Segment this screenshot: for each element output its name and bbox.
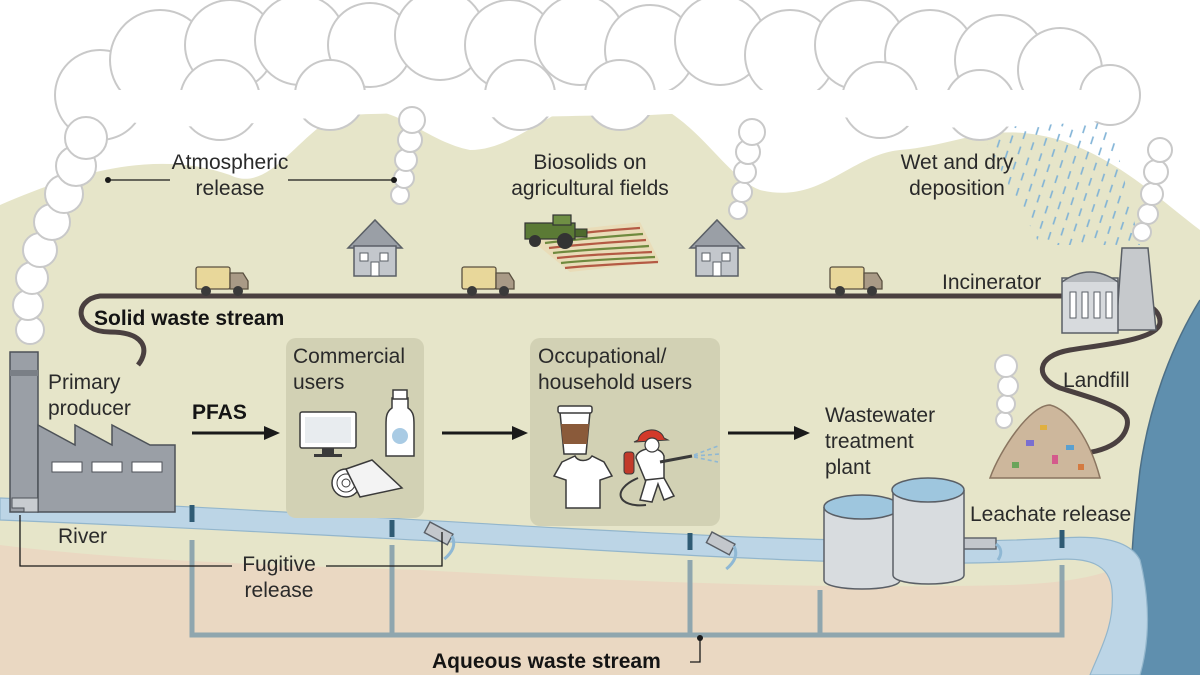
incinerator-icon: [1061, 247, 1157, 334]
leader-lines: [19, 179, 701, 663]
house-icon: [346, 218, 404, 277]
occupational-household-users-label: Occupational/ household users: [538, 345, 693, 394]
tshirt-icon: [552, 455, 614, 509]
drain-pipe-icon: [423, 521, 456, 561]
truck-icon: [195, 266, 249, 296]
pfas-label: PFAS: [192, 401, 247, 424]
occupational-to-wastewater-arrowhead: [794, 426, 810, 440]
commercial-to-occupational-arrowhead: [512, 426, 528, 440]
truck-icon: [829, 266, 883, 296]
house-smoke-plume-2: [728, 118, 766, 220]
incinerator-smoke-plume: [1132, 137, 1173, 242]
fugitive-release-label: Fugitive release: [242, 553, 316, 602]
house-smoke-plume-1: [390, 106, 426, 205]
leader-dots: [105, 177, 703, 641]
leachate-release-label: Leachate release: [970, 503, 1132, 526]
landfill-icon: [988, 404, 1101, 479]
firefighter-icon: [619, 429, 721, 507]
tractor-icon: [524, 214, 588, 249]
aqueous-waste-stream-label: Aqueous waste stream: [432, 650, 661, 673]
wastewater-tank-icon: [823, 477, 965, 590]
atmospheric-release-label: Atmospheric release: [171, 151, 289, 200]
ground-soil: [0, 540, 1200, 675]
cloud-band-fill: [70, 90, 1120, 128]
aqueous-waste-pipes: [189, 540, 1065, 638]
wet-dry-deposition-label: Wet and dry deposition: [900, 151, 1014, 200]
factory-icon: [9, 351, 176, 513]
pipe-inlets: [189, 505, 1065, 550]
pfas-flow-arrowhead: [264, 426, 280, 440]
detergent-bottle-icon: [385, 389, 415, 457]
sea: [1131, 300, 1200, 675]
commercial-users-label: Commercial users: [293, 345, 406, 394]
incinerator-label: Incinerator: [942, 271, 1042, 294]
carpet-roll-icon: [331, 459, 404, 498]
solid-waste-stream-label: Solid waste stream: [94, 307, 285, 330]
deposition-rain: [975, 120, 1140, 245]
landfill-smoke-plume: [994, 354, 1019, 429]
computer-icon: [299, 411, 357, 457]
house-icon: [688, 218, 746, 277]
drain-pipe-icon: [705, 531, 738, 571]
truck-icon: [461, 266, 515, 296]
solid-waste-stream-road: [78, 293, 1163, 458]
factory-smoke-plume: [12, 116, 108, 345]
river-label: River: [58, 525, 108, 548]
coffee-cup-icon: [557, 405, 593, 455]
biosolids-label: Biosolids on agricultural fields: [511, 151, 669, 200]
landfill-label: Landfill: [1063, 369, 1130, 392]
primary-producer-label: Primary producer: [48, 371, 131, 420]
wastewater-treatment-plant-label: Wastewater treatment plant: [825, 404, 936, 479]
